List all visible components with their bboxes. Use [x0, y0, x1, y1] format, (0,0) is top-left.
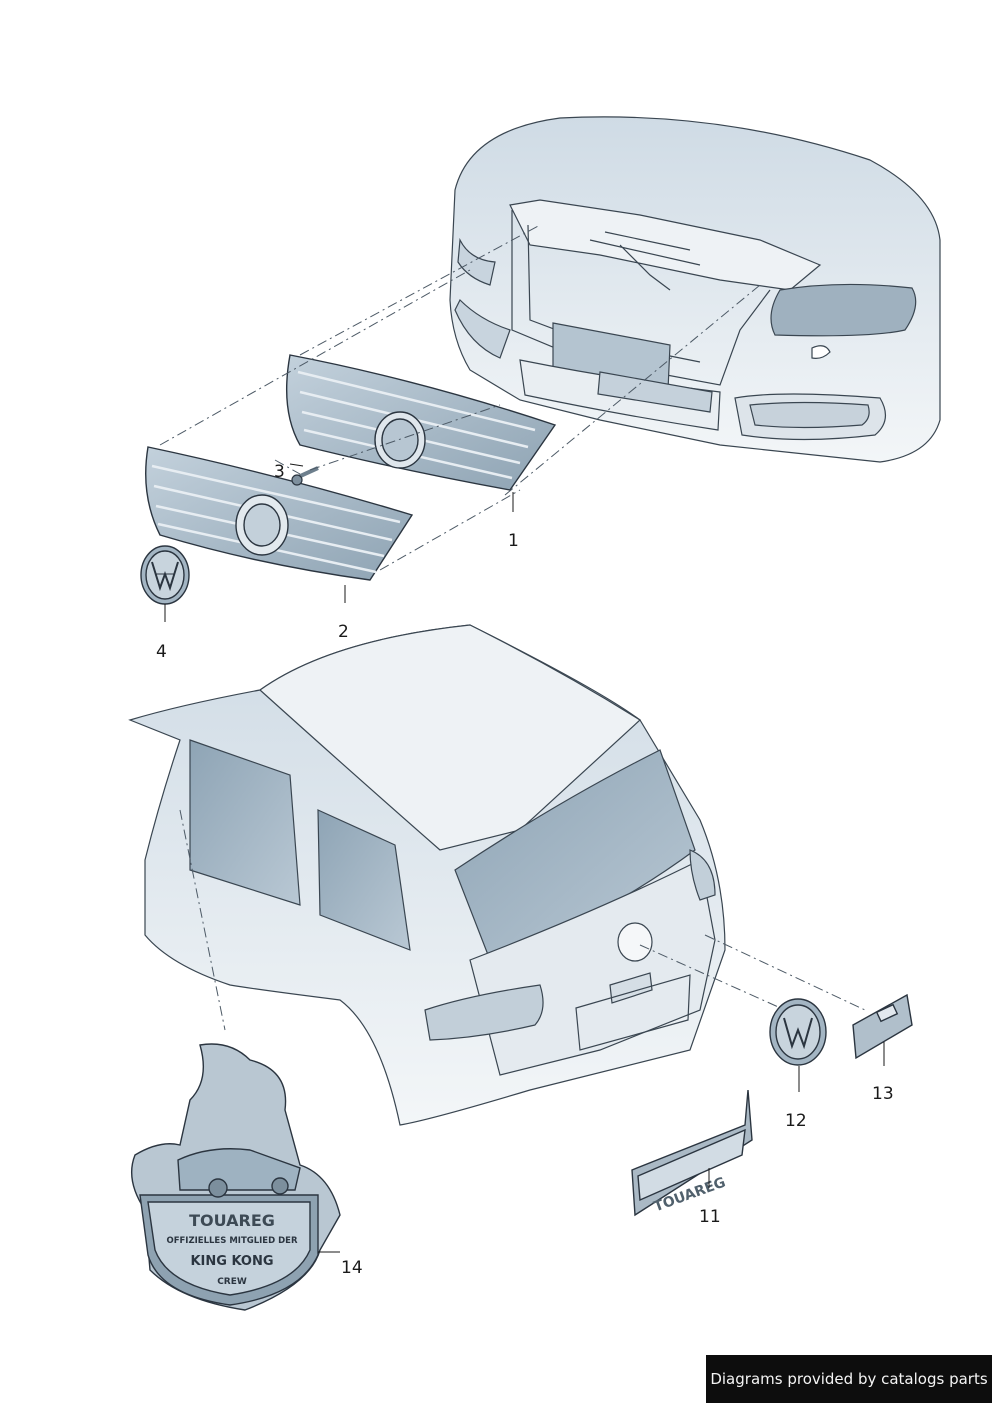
guide-lines-front	[159, 224, 761, 571]
badge-plate-part-13[interactable]	[852, 993, 913, 1060]
touareg-lettering-part-11[interactable]: TOUAREG	[631, 1089, 753, 1217]
callout-12: 12	[785, 1111, 807, 1131]
screw-part-3[interactable]	[291, 466, 319, 486]
callout-3: 3	[274, 462, 285, 482]
badge-line-4: CREW	[217, 1277, 247, 1287]
vw-emblem-front-part-4[interactable]	[140, 545, 190, 605]
rear-car-body	[128, 624, 726, 1126]
grille-lower-part-2[interactable]	[145, 446, 414, 581]
credit-banner: Diagrams provided by catalogs parts	[706, 1355, 992, 1403]
callout-1: 1	[508, 531, 519, 551]
king-kong-sticker-part-14[interactable]: TOUAREG OFFIZIELLES MITGLIED DER KING KO…	[131, 1043, 341, 1311]
callout-11: 11	[699, 1207, 721, 1227]
callout-4: 4	[156, 642, 167, 662]
leader-lines	[164, 463, 885, 1253]
badge-line-2: OFFIZIELLES MITGLIED DER	[166, 1236, 298, 1246]
grille-upper-part-1[interactable]	[286, 354, 557, 491]
front-car-body	[449, 116, 941, 463]
badge-line-1: TOUAREG	[189, 1211, 275, 1230]
vw-emblem-rear-part-12[interactable]	[769, 998, 827, 1066]
badge-line-3: KING KONG	[190, 1254, 273, 1269]
callout-14: 14	[341, 1258, 363, 1278]
guide-lines-rear	[179, 809, 866, 1031]
callout-2: 2	[338, 622, 349, 642]
callout-13: 13	[872, 1084, 894, 1104]
